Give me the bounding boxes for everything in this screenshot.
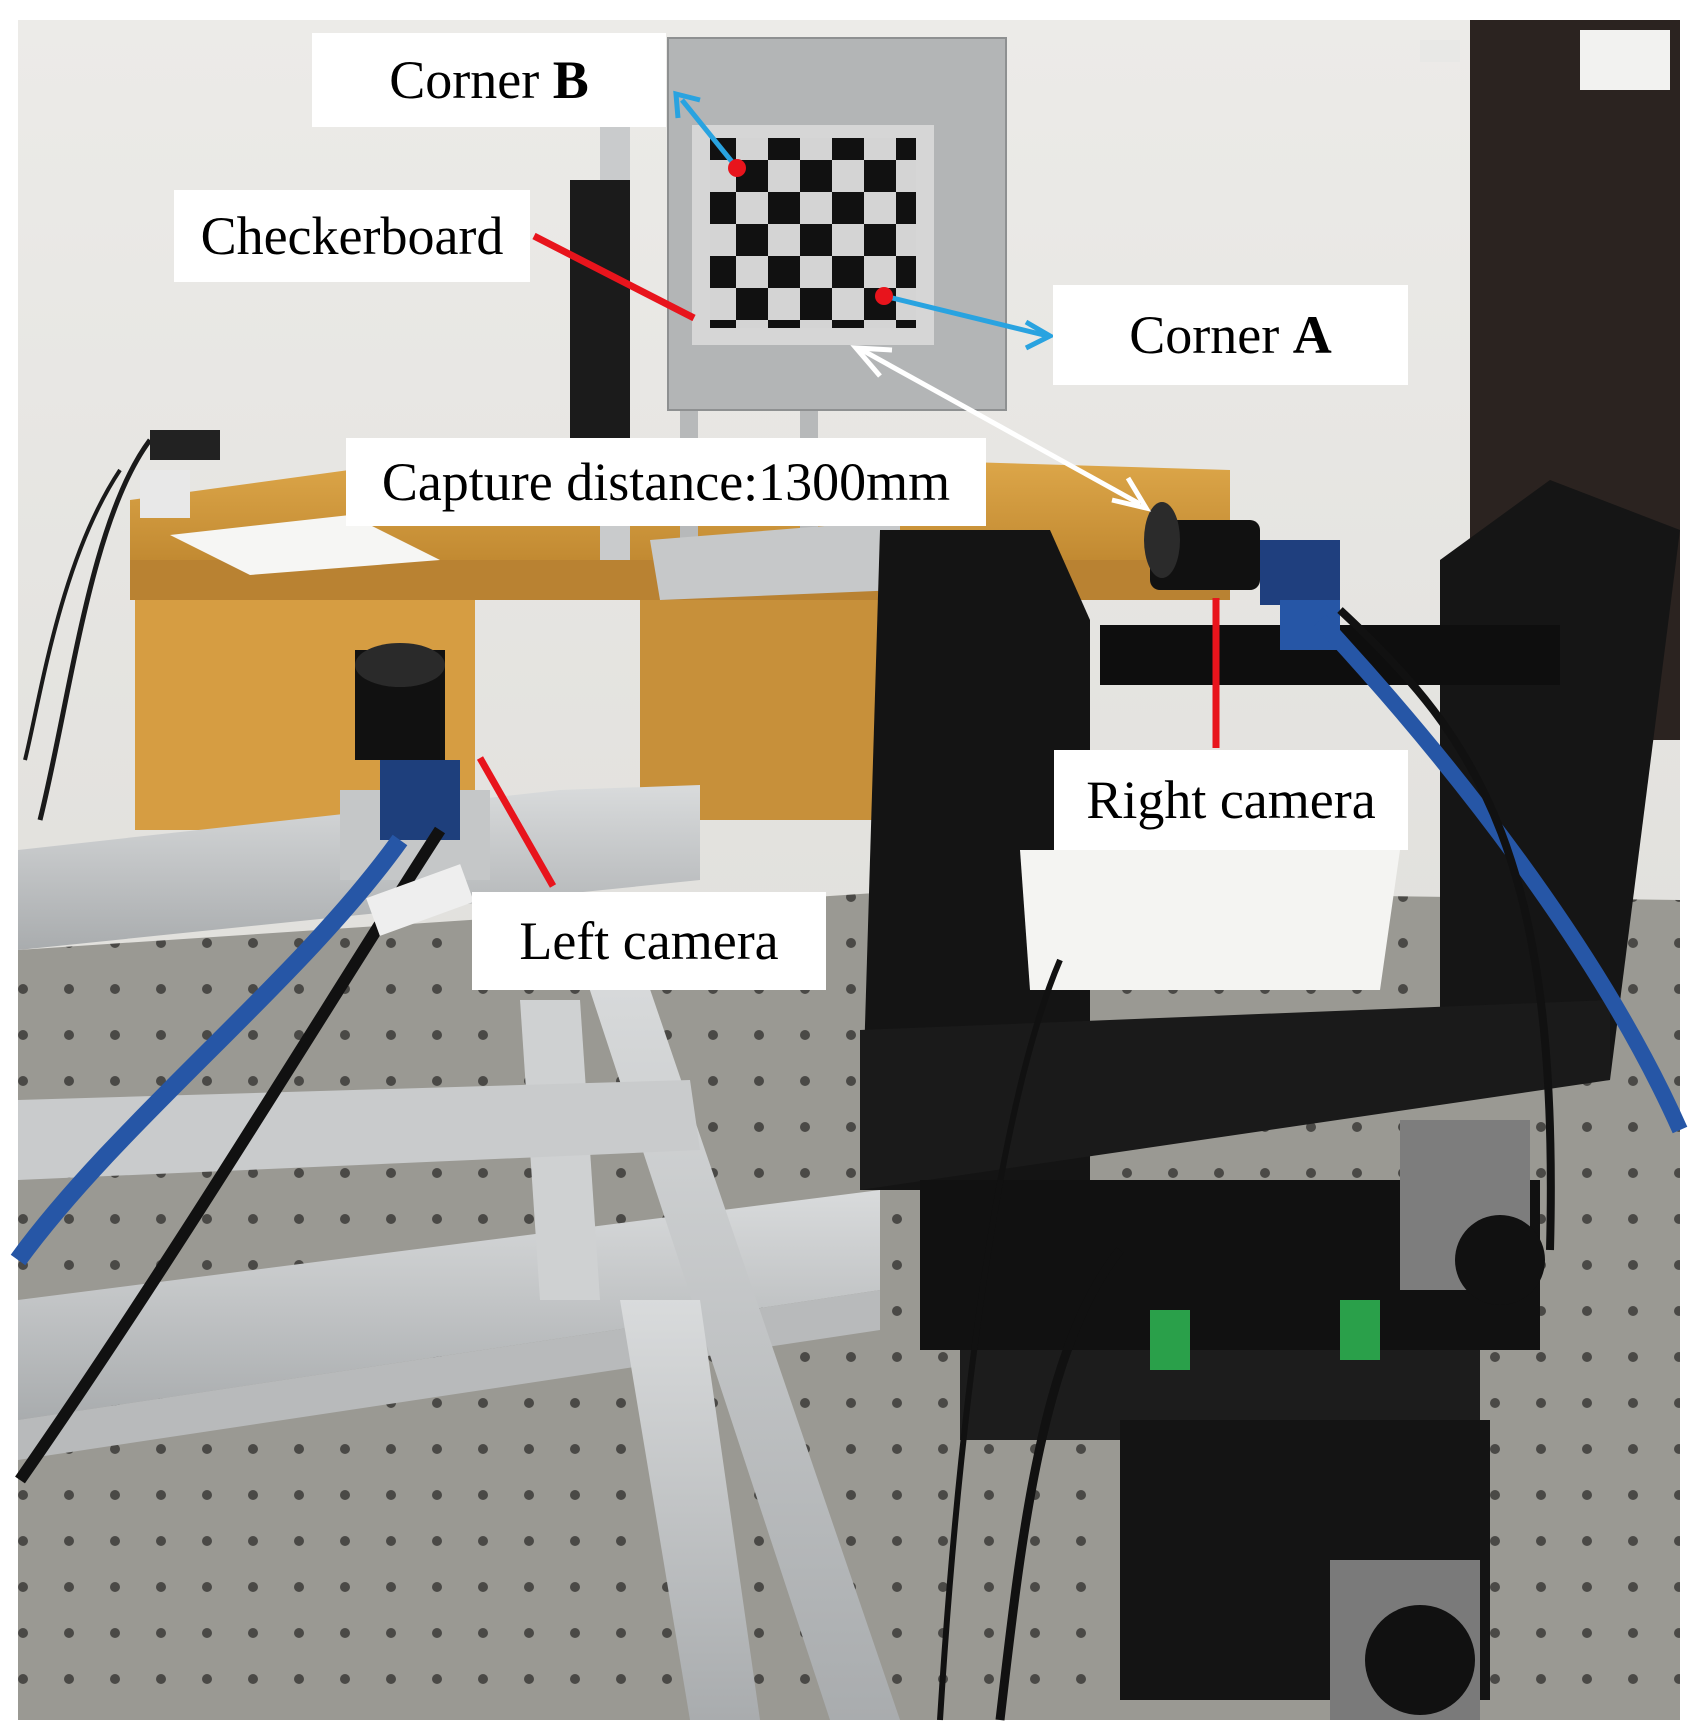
capture-distance-label: Capture distance:1300mm xyxy=(346,438,986,526)
corner-a-letter: A xyxy=(1292,305,1332,365)
corner-a-label: Corner A xyxy=(1053,285,1408,385)
corner-a-prefix: Corner xyxy=(1129,305,1293,365)
motion-stage xyxy=(920,1120,1545,1720)
capture-distance-arrow xyxy=(860,347,1142,507)
annotation-overlay xyxy=(476,90,1220,888)
checkerboard-target xyxy=(667,37,1007,411)
right-camera-text: Right camera xyxy=(1086,770,1376,830)
corner-b-letter: B xyxy=(552,50,589,110)
gimbal-mount xyxy=(860,480,1680,1190)
checkerboard-label: Checkerboard xyxy=(174,190,530,282)
corner-a-dot xyxy=(875,287,893,305)
checkerboard-text: Checkerboard xyxy=(200,206,504,266)
left-camera xyxy=(355,643,460,840)
capture-distance-text: Capture distance:1300mm xyxy=(381,452,951,512)
aluminium-frame xyxy=(18,960,900,1720)
corner-b-label: Corner B xyxy=(312,33,666,127)
corner-b-dot xyxy=(728,159,746,177)
left-camera-text: Left camera xyxy=(519,911,779,971)
checkerboard-pointer xyxy=(532,232,696,322)
left-camera-label: Left camera xyxy=(472,892,826,990)
right-camera-label: Right camera xyxy=(1054,750,1408,850)
corner-b-prefix: Corner xyxy=(389,50,553,110)
left-camera-pointer xyxy=(476,756,557,888)
